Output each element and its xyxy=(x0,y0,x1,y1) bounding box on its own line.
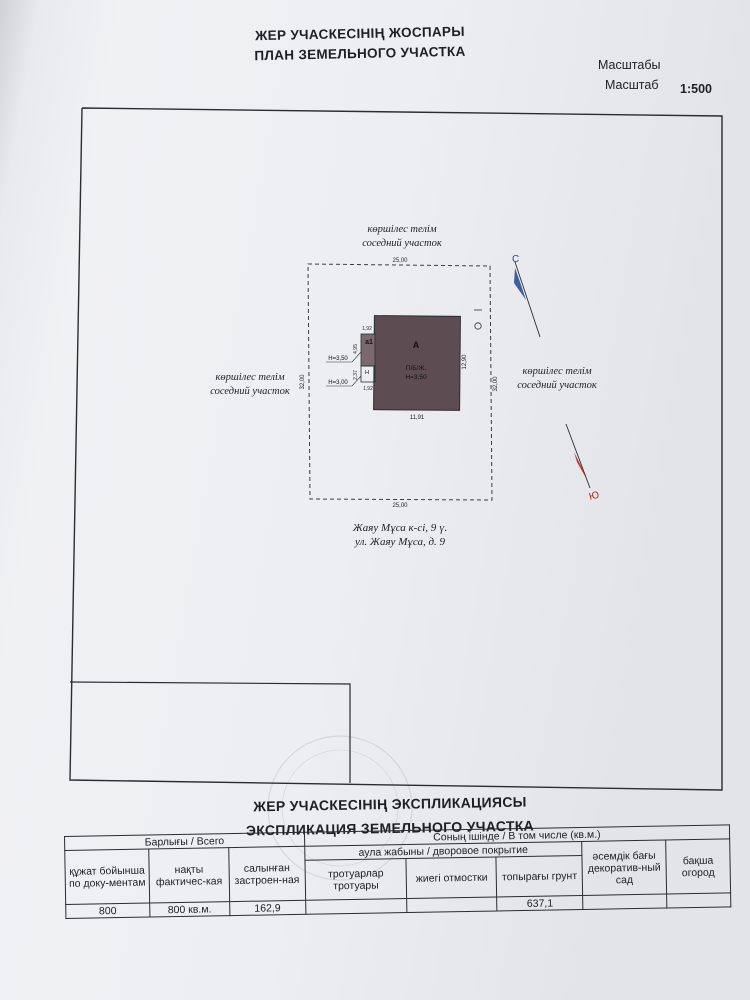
stamp-ghost xyxy=(267,735,413,881)
plot-left-dim: 32,00 xyxy=(300,374,306,390)
scale-label-kz: Масштабы xyxy=(598,58,661,72)
building-height: Н=3,50 xyxy=(405,374,427,381)
building-bottom-dim: 11,91 xyxy=(410,415,425,421)
building-a xyxy=(373,315,461,411)
annex-letter: Н xyxy=(365,370,369,376)
value-sidewalks xyxy=(305,898,408,915)
header-actual: нақты фактичес-кая xyxy=(148,847,230,904)
neighbor-left-ru: соседний участок xyxy=(210,386,290,397)
header-soil: топырағы грунт xyxy=(496,855,583,897)
neighbor-left-kz: көршілес телім xyxy=(215,372,284,383)
value-decor xyxy=(582,893,667,910)
dim-top-small: 1,92 xyxy=(362,326,372,332)
leader-line-a xyxy=(326,351,362,363)
neighbor-right-kz: көршілес телім xyxy=(522,366,591,377)
compass-south-label: Ю xyxy=(588,490,601,503)
value-garden xyxy=(666,892,731,908)
value-actual: 800 кв.м. xyxy=(149,901,230,918)
leader-line-b xyxy=(326,375,362,387)
compass-north-label: С xyxy=(512,254,519,265)
header-doc: құжат бойынша по доку-ментам xyxy=(64,849,150,905)
dim-side-a: 4,95 xyxy=(353,344,359,354)
value-soil: 637,1 xyxy=(496,895,584,911)
survey-marker xyxy=(474,322,482,330)
dim-side-b: 2,37 xyxy=(353,370,359,380)
plot-top-dim: 25,00 xyxy=(392,258,408,264)
annex-height-a: Н=3,50 xyxy=(328,356,348,362)
stamp-box xyxy=(69,681,351,783)
value-blind xyxy=(407,896,498,913)
neighbor-top-ru: соседний участок xyxy=(362,238,442,249)
value-doc: 800 xyxy=(65,903,150,919)
plot-right-dim: 32,00 xyxy=(493,376,499,392)
header-sidewalks: тротуарлар тротуары xyxy=(304,858,408,901)
annex-h xyxy=(360,365,376,383)
address-kz: Жаяу Мұса к-сі, 9 ү. xyxy=(352,522,448,534)
explication-table: Барлығы / Всего Соның ішінде / В том чис… xyxy=(64,824,731,919)
annex-label: а1 xyxy=(365,339,373,346)
compass-south-arrow xyxy=(565,423,591,489)
building-letter: А xyxy=(413,340,420,350)
header-built: салынған застроен-ная xyxy=(228,846,306,902)
neighbor-right-ru: соседний участок xyxy=(517,380,597,391)
building-desc: П/Б/Ж. xyxy=(406,365,427,372)
plot-boundary xyxy=(307,263,493,501)
plot-bottom-dim: 25,00 xyxy=(392,503,408,509)
plan-frame xyxy=(69,107,723,791)
header-garden: бақша огород xyxy=(665,838,731,894)
value-built: 162,9 xyxy=(229,900,306,916)
compass-north-arrow xyxy=(514,261,541,338)
annex-height-b: Н=3,00 xyxy=(328,380,348,386)
address-ru: ул. Жаяу Мұса, д. 9 xyxy=(354,536,446,548)
header-blind: жиегі отмостки xyxy=(406,856,497,899)
dim-bottom-small: 1,92 xyxy=(363,386,373,392)
building-right-dim: 12,90 xyxy=(462,354,468,370)
scale-label-ru: Масштаб xyxy=(605,78,659,92)
neighbor-top-kz: көршілес телім xyxy=(367,224,436,235)
header-decor: әсемдік бағы декоратив-ный сад xyxy=(581,839,667,896)
scale-value: 1:500 xyxy=(680,82,712,96)
